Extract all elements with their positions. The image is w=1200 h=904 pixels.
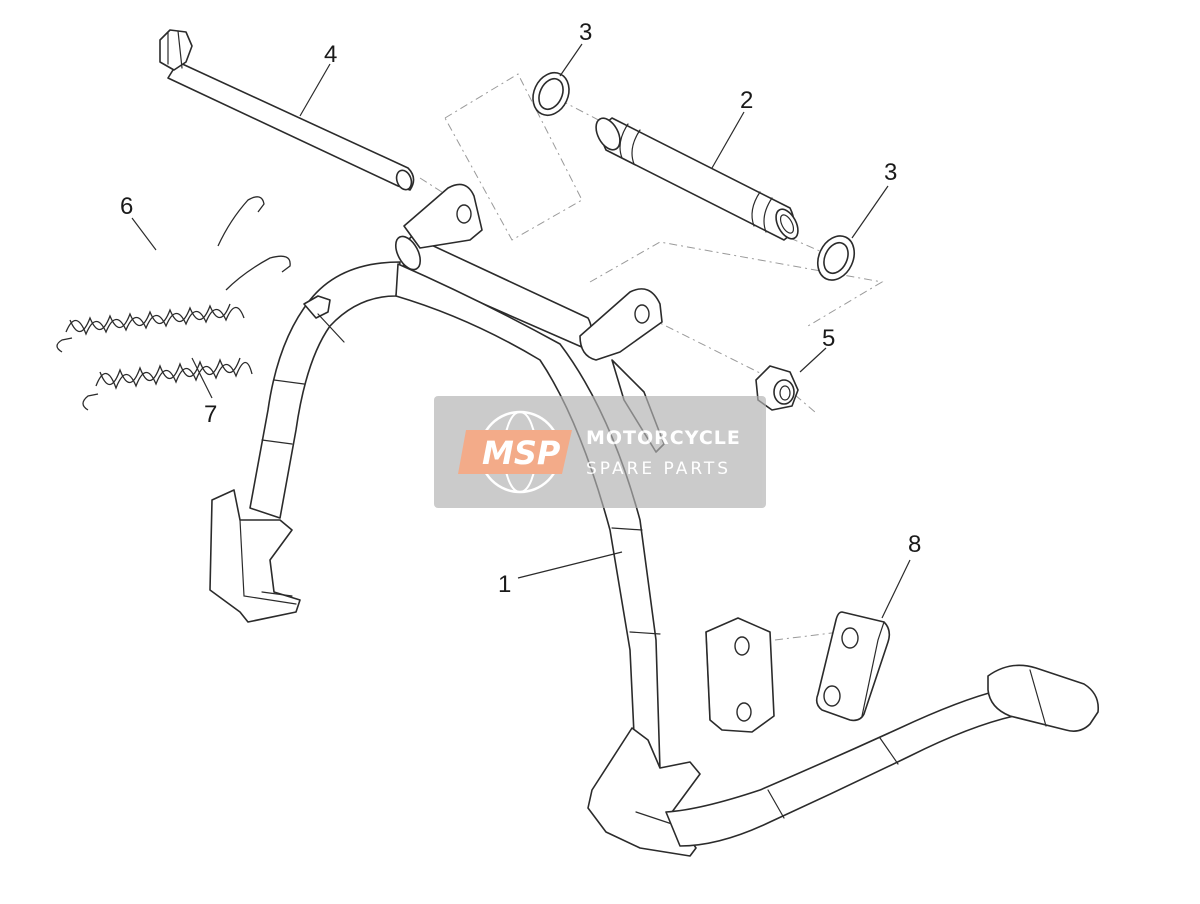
leader-lines — [131, 43, 911, 619]
part-3-washer-top — [532, 72, 570, 116]
part-6-return-spring — [56, 196, 265, 353]
callout-8: 8 — [908, 531, 921, 558]
callout-3-bottom: 3 — [884, 159, 897, 186]
part-4-shaft-bolt — [159, 29, 415, 191]
watermark-logo: MSP — [482, 434, 561, 472]
watermark-line1: MOTORCYCLE — [586, 427, 741, 449]
callout-7: 7 — [204, 401, 217, 428]
part-7-return-spring — [82, 255, 291, 411]
watermark: MSP MOTORCYCLE SPARE PARTS — [434, 396, 766, 508]
part-1-center-stand — [209, 183, 1100, 857]
callout-1: 1 — [498, 571, 511, 598]
callout-labels: 1 2 3 3 4 5 6 7 8 — [120, 19, 921, 598]
part-5-nut — [755, 365, 799, 411]
callout-6: 6 — [120, 193, 133, 220]
part-3-washer-bottom — [816, 235, 856, 281]
watermark-line2: SPARE PARTS — [586, 459, 731, 479]
callout-2: 2 — [740, 87, 753, 114]
part-2-pivot-pin — [595, 117, 799, 241]
part-8-rubber-pad — [815, 611, 891, 722]
callout-3-top: 3 — [579, 19, 592, 46]
callout-4: 4 — [324, 41, 337, 68]
callout-5: 5 — [822, 325, 835, 352]
